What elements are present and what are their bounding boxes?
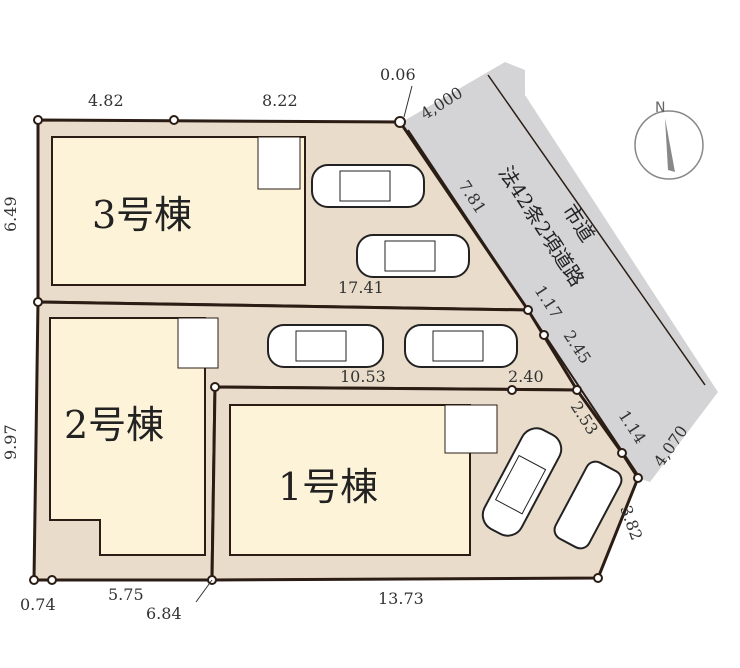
dim-left-upper: 6.49	[1, 196, 20, 232]
compass-north-label: N	[655, 100, 665, 116]
road-area	[402, 62, 718, 482]
car-1	[311, 164, 425, 208]
car-6	[553, 460, 623, 550]
dim-divider-32: 17.41	[338, 278, 384, 297]
boundary-markers	[29, 115, 643, 585]
building-1-label: 1号棟	[278, 465, 378, 509]
dim-top-right: 8.22	[262, 91, 298, 110]
building-3-label: 3号棟	[92, 193, 192, 237]
compass: N	[634, 100, 704, 180]
dim-divider-21-a: 10.53	[340, 367, 386, 386]
building-2-label: 2号棟	[64, 403, 164, 447]
dim-left-lower: 9.97	[1, 424, 20, 460]
dim-corner-top: 0.06	[380, 65, 416, 84]
dim-bottom-1: 13.73	[378, 589, 424, 608]
car-5	[481, 427, 563, 537]
dim-bottom-b: 5.75	[108, 585, 144, 604]
car-4	[404, 324, 518, 368]
dim-divider-21-b: 2.40	[508, 367, 544, 386]
car-3	[267, 324, 384, 368]
dim-top-left: 4.82	[88, 91, 124, 110]
dim-bottom-a: 0.74	[20, 595, 56, 614]
car-2	[356, 234, 470, 278]
dim-bottom-c: 6.84	[146, 604, 182, 623]
house-1	[229, 404, 471, 556]
